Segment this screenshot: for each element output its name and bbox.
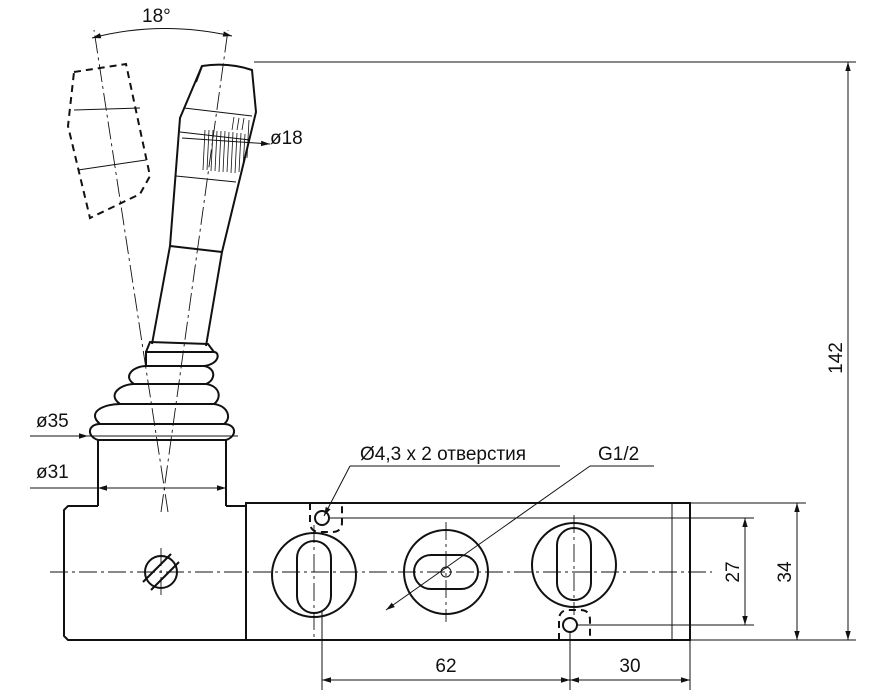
end-offset-label: 30 <box>619 656 640 677</box>
grip-diameter-dim <box>181 137 271 147</box>
holes-note-leader <box>323 465 351 517</box>
lever-axis <box>160 29 229 513</box>
port-1 <box>271 525 357 640</box>
mounting-hole-top <box>309 503 343 533</box>
port-2 <box>403 522 489 622</box>
neck-diameter-label: ø31 <box>36 462 69 483</box>
screw-plug <box>142 548 180 598</box>
boot-diameter-label: ø35 <box>36 411 69 432</box>
angle-arc <box>91 28 233 39</box>
lever-grip <box>169 63 258 253</box>
body-height-label: 34 <box>775 561 796 583</box>
port-3 <box>531 515 617 615</box>
grip-diameter-label: ø18 <box>270 128 303 149</box>
alt-lever-axis <box>93 29 169 513</box>
grip-knurling <box>202 116 250 174</box>
angle-label: 18° <box>142 6 171 27</box>
port-spacing-label: 62 <box>435 656 456 677</box>
port-thread-leader <box>385 465 591 611</box>
port-thread-label: G1/2 <box>598 444 639 465</box>
lever-alt-position <box>66 62 152 220</box>
lever-shaft <box>151 245 223 347</box>
rubber-boot <box>89 340 235 441</box>
overall-height-label: 142 <box>826 342 847 374</box>
hole-spacing-vertical-label: 27 <box>723 561 744 582</box>
holes-note-label: Ø4,3 x 2 отверстия <box>360 444 526 465</box>
valve-body <box>50 502 712 641</box>
neck <box>97 440 227 506</box>
